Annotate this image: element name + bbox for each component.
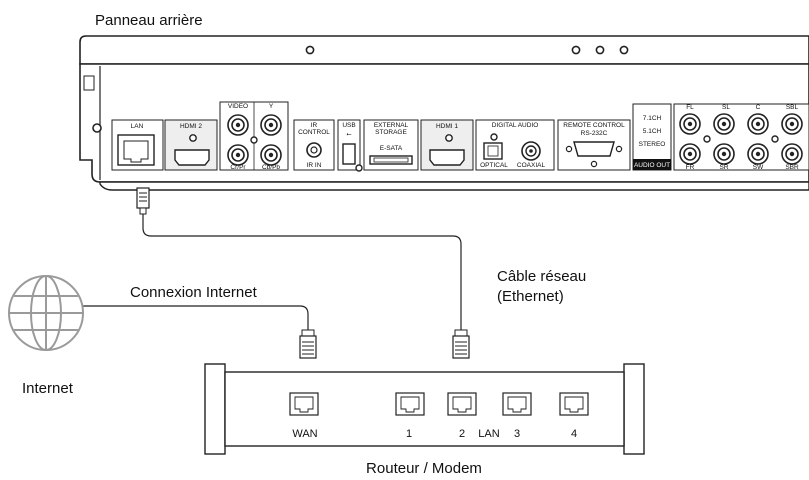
router-port-icon xyxy=(559,392,589,416)
coaxial-label: COAXIAL xyxy=(517,162,546,169)
external-storage-label-1: EXTERNAL xyxy=(374,122,409,129)
cables xyxy=(70,214,462,330)
ch51-label: 5.1CH xyxy=(643,128,662,135)
sr-label: SR xyxy=(719,164,728,171)
lan-label: LAN xyxy=(131,123,144,130)
screw-icon xyxy=(305,45,315,55)
port-3-label: 3 xyxy=(514,428,520,440)
fl-label: FL xyxy=(686,104,694,111)
router-port-icon xyxy=(502,392,532,416)
screw-icon xyxy=(619,45,629,55)
audio-out-selector: 7.1CH 5.1CH STEREO AUDIO OUT xyxy=(632,103,672,171)
fr-label: FR xyxy=(686,164,695,171)
ir-in-label: IR IN xyxy=(307,162,322,169)
rs232c-port-icon xyxy=(573,141,615,157)
y-label: Y xyxy=(269,103,274,110)
port-1-label: 1 xyxy=(406,428,412,440)
rs232c-label: RS-232C xyxy=(581,130,608,137)
hdmi1-label: HDMI 1 xyxy=(436,123,458,130)
ethernet-cable xyxy=(142,214,462,330)
ch71-label: 7.1CH xyxy=(643,115,662,122)
rj45-plug-icon xyxy=(136,187,150,215)
ir-control-section: IR CONTROL IR IN xyxy=(293,119,335,171)
network-cable-caption-line2: (Ethernet) xyxy=(497,288,564,305)
remote-control-label: REMOTE CONTROL xyxy=(563,122,625,129)
ethernet-port-icon xyxy=(117,134,155,166)
stereo-label: STEREO xyxy=(639,141,666,148)
hdmi2-label: HDMI 2 xyxy=(180,123,202,130)
hdmi1-section: HDMI 1 xyxy=(420,119,474,171)
video-label: VIDEO xyxy=(228,103,248,110)
router-port-icon xyxy=(289,392,319,416)
multichannel-out-section: FL SL C SBL xyxy=(673,103,809,171)
c-label: C xyxy=(756,104,761,111)
sbr-label: SBR xyxy=(785,164,799,171)
port-2-label: 2 xyxy=(459,428,465,440)
router-modem: WAN 1 2 LAN 3 4 xyxy=(204,363,645,455)
optical-label: OPTICAL xyxy=(480,162,508,169)
sbl-label: SBL xyxy=(786,104,799,111)
cb-pb-label: Cb/Pb xyxy=(262,164,280,171)
globe-icon xyxy=(8,275,84,351)
rj45-plug-icon xyxy=(452,329,470,359)
screw-icon xyxy=(571,45,581,55)
hdmi-port-icon xyxy=(429,149,465,166)
sw-label: SW xyxy=(753,164,764,171)
internet-caption: Internet xyxy=(22,380,74,397)
hdmi2-section: HDMI 2 xyxy=(164,119,218,171)
usb-icon: ⭠ xyxy=(346,131,351,138)
remote-control-section: REMOTE CONTROL RS-232C xyxy=(557,119,631,171)
sl-label: SL xyxy=(722,104,730,111)
internet-connection-caption: Connexion Internet xyxy=(130,284,258,301)
router-port-icon xyxy=(447,392,477,416)
external-storage-section: EXTERNAL STORAGE E-SATA xyxy=(363,119,419,171)
digital-audio-section: DIGITAL AUDIO OPTICAL COAXIAL xyxy=(475,119,555,171)
ir-control-label-1: IR xyxy=(311,122,318,129)
router-port-icon xyxy=(395,392,425,416)
internet-cable xyxy=(70,305,309,330)
player-rear-panel: LAN HDMI 2 VIDEO Y xyxy=(79,35,809,191)
port-4-label: 4 xyxy=(571,428,577,440)
screw-icon xyxy=(92,123,102,133)
esata-label: E-SATA xyxy=(380,145,403,152)
rj45-plug-icon xyxy=(299,329,317,359)
cr-pr-label: Cr/Pr xyxy=(230,164,246,171)
external-storage-label-2: STORAGE xyxy=(375,129,407,136)
rear-panel-caption: Panneau arrière xyxy=(95,12,203,29)
router-modem-caption: Routeur / Modem xyxy=(366,460,482,477)
usb-port-icon xyxy=(342,143,356,165)
router-lan-label: LAN xyxy=(478,428,499,440)
usb-label: USB xyxy=(342,122,355,129)
hdmi-port-icon xyxy=(174,149,210,166)
network-cable-caption-line1: Câble réseau xyxy=(497,268,586,285)
component-video-section: VIDEO Y Cr/Pr Cb/Pb xyxy=(219,101,289,171)
usb-section: USB ⭠ xyxy=(337,119,363,172)
ir-control-label-2: CONTROL xyxy=(298,129,330,136)
screw-icon xyxy=(595,45,605,55)
wan-label: WAN xyxy=(292,428,317,440)
digital-audio-label: DIGITAL AUDIO xyxy=(492,122,539,129)
lan-port-section: LAN xyxy=(111,119,164,171)
audio-out-label: AUDIO OUT xyxy=(634,162,670,169)
